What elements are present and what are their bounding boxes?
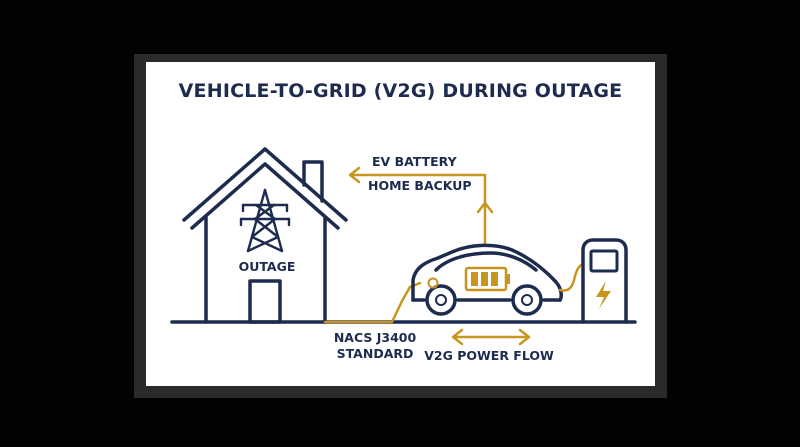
home-backup-arrowhead-left bbox=[348, 166, 361, 184]
battery-icon bbox=[464, 266, 510, 292]
house-icon bbox=[182, 147, 348, 324]
charge-port-icon bbox=[427, 277, 439, 289]
home-backup-arrow bbox=[350, 173, 487, 245]
transmission-tower-icon bbox=[239, 188, 291, 253]
outage-label: OUTAGE bbox=[239, 259, 296, 274]
home-backup-arrowhead-up bbox=[476, 201, 494, 214]
ev-battery-label: EV BATTERY bbox=[372, 154, 458, 169]
lightning-bolt-icon bbox=[596, 281, 611, 309]
rear-wheel-hub bbox=[521, 294, 533, 306]
diagram-title: VEHICLE-TO-GRID (V2G) DURING OUTAGE bbox=[178, 80, 623, 102]
nacs-label-line2: STANDARD bbox=[337, 346, 414, 361]
house-feed-line bbox=[323, 281, 422, 324]
charger-cable bbox=[558, 262, 585, 292]
nacs-label-line1: NACS J3400 bbox=[334, 330, 417, 345]
electric-car-icon bbox=[411, 243, 563, 316]
v2g-power-flow-arrow bbox=[451, 328, 531, 346]
home-backup-label: HOME BACKUP bbox=[368, 178, 472, 193]
v2g-power-flow-label: V2G POWER FLOW bbox=[424, 348, 554, 363]
front-wheel-hub bbox=[435, 294, 447, 306]
diagram-card bbox=[146, 62, 655, 386]
charging-station-icon bbox=[581, 238, 628, 324]
